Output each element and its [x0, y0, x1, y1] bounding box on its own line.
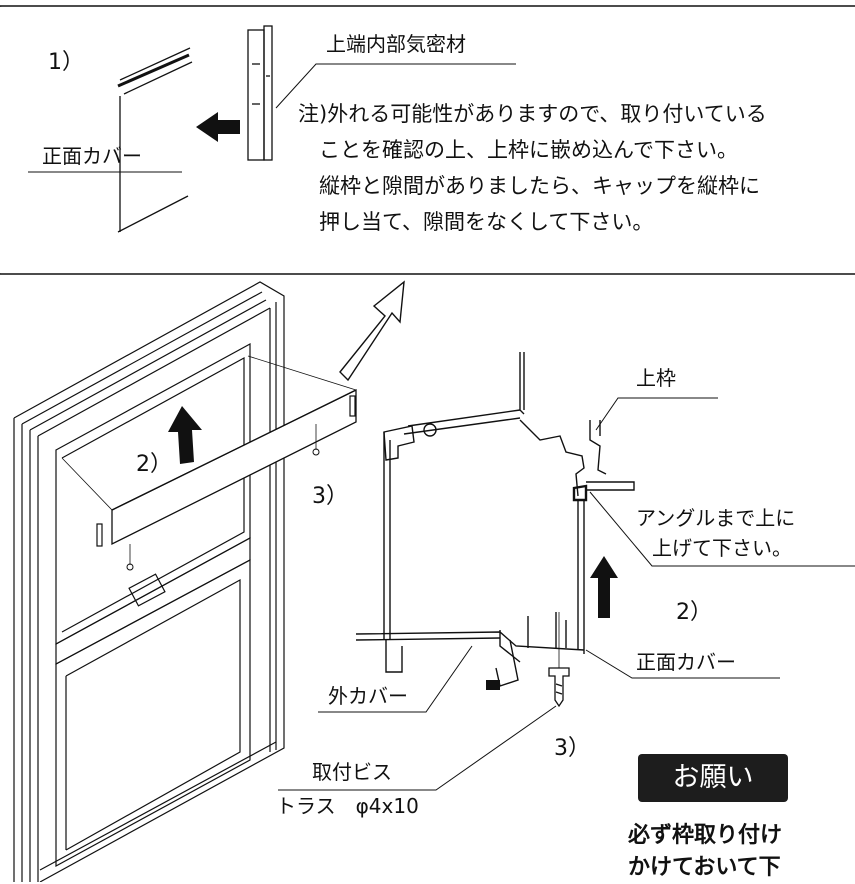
screw-leader	[278, 705, 557, 791]
up-arrow-right-icon	[590, 556, 618, 618]
up-arrow-left-icon	[168, 406, 202, 464]
step2-right-label: 2）	[676, 600, 712, 625]
cross-section	[355, 352, 635, 687]
front-cover-bar	[111, 388, 357, 546]
step1-number: 1）	[48, 50, 84, 75]
top-frame-label: 上枠	[636, 366, 676, 390]
outer-cover-label: 外カバー	[328, 684, 408, 708]
note-line: 押し当て、隙間をなくして下さい。	[298, 210, 654, 234]
step1-panel	[0, 5, 855, 275]
front-cover-sketch	[117, 47, 193, 233]
step3-left-label: 3）	[312, 484, 348, 509]
step3-right-label: 3）	[554, 736, 590, 761]
screw-label-line2: トラス φ4x10	[276, 794, 419, 818]
step1-front-cover-label: 正面カバー	[42, 144, 142, 168]
cap-right	[349, 395, 356, 417]
note-line: 縦枠と隙間がありましたら、キャップを縦枠に	[298, 174, 760, 198]
top-seal-label: 上端内部気密材	[326, 32, 466, 56]
left-arrow-icon	[196, 112, 240, 142]
note-line: 注)外れる可能性がありますので、取り付いている	[298, 102, 767, 126]
screw-left	[126, 563, 134, 571]
black-clip	[486, 680, 500, 690]
zoom-arrow-icon	[339, 280, 405, 382]
angle-label-line1: アングルまで上に	[636, 506, 796, 530]
screw-icon	[548, 667, 570, 708]
step1-note: 注)外れる可能性がありますので、取り付いている ことを確認の上、上枠に嵌め込んで…	[298, 96, 855, 240]
step2-left-label: 2）	[136, 452, 172, 477]
window-perspective	[13, 281, 285, 882]
front-cover-label: 正面カバー	[636, 650, 736, 674]
top-seal-sketch	[247, 25, 273, 161]
guide-lines	[61, 355, 357, 565]
top-seal-leader	[275, 63, 516, 109]
cap-left	[96, 523, 103, 547]
request-text: 必ず枠取り付け かけておいて下	[628, 820, 782, 884]
front-cover-leader	[585, 649, 780, 679]
screw-label-line1: 取付ビス	[312, 760, 392, 784]
request-badge: お願い	[638, 754, 788, 802]
top-frame-leader	[595, 397, 718, 431]
request-line1: 必ず枠取り付け	[628, 823, 783, 848]
request-line2: かけておいて下	[628, 855, 781, 880]
note-line: ことを確認の上、上枠に嵌め込んで下さい。	[298, 138, 738, 162]
angle-label-line2: 上げて下さい。	[652, 536, 792, 560]
angle-leader	[589, 491, 855, 567]
outer-cover-leader	[318, 645, 473, 713]
screw-right	[312, 448, 320, 456]
